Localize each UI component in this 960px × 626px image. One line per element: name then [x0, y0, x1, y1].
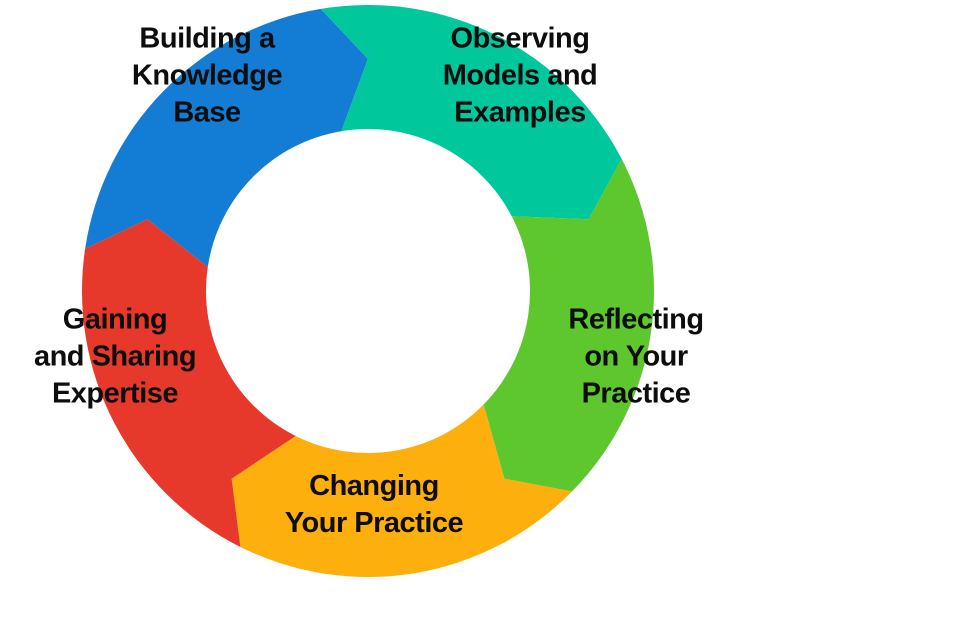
segment-observing-models-and-examples: [320, 4, 622, 220]
segment-building-knowledge-base: [85, 8, 368, 268]
segment-reflecting-on-your-practice: [483, 158, 655, 492]
segment-changing-your-practice: [231, 404, 572, 577]
segment-gaining-and-sharing-expertise: [81, 219, 296, 547]
